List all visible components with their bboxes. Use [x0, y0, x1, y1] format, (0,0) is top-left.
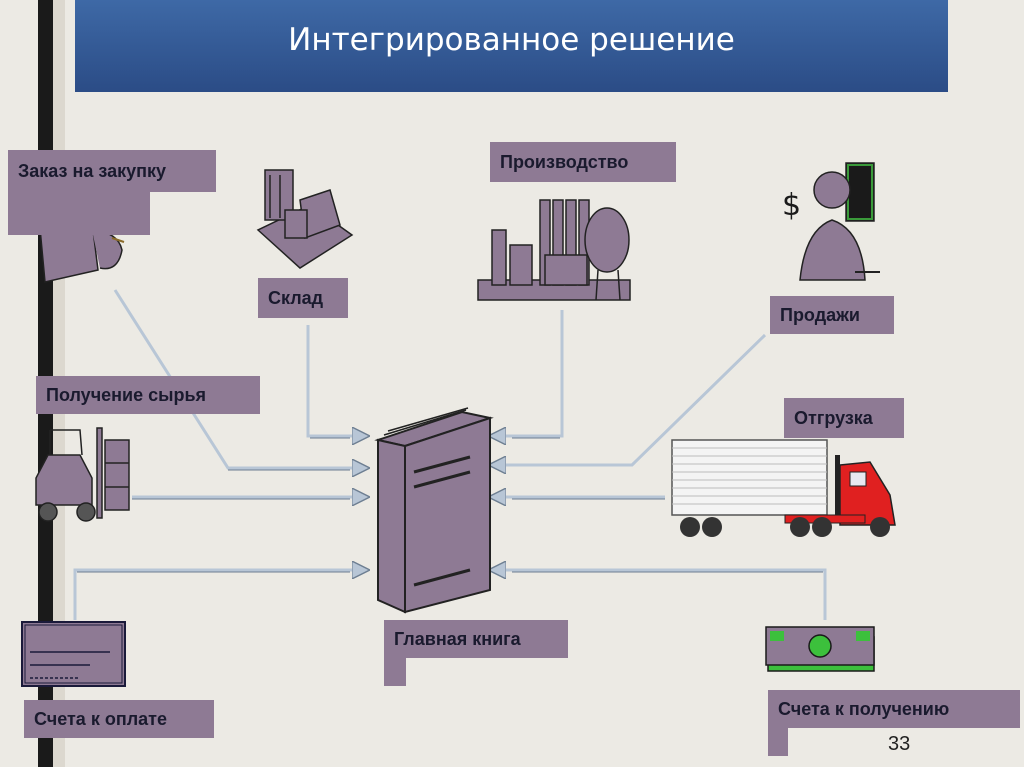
- purchase-order-label: Заказ на закупку: [8, 150, 216, 192]
- arrow-receivable: [490, 570, 827, 620]
- sales-label: Продажи: [770, 296, 894, 334]
- arrow-purchase-order: [113, 289, 368, 468]
- hand-icon: [39, 221, 125, 283]
- production-label: Производство: [490, 142, 676, 182]
- factory-icon: [477, 199, 631, 301]
- page-number: 33: [888, 733, 911, 755]
- ledger-book-icon: [374, 407, 494, 614]
- slide-title: Интегрированное решение: [288, 22, 735, 58]
- purchase-order-tab: [8, 185, 150, 235]
- truck-icon: [671, 439, 896, 537]
- warehouse-label: Склад: [258, 278, 348, 318]
- salesperson-icon: $: [782, 162, 880, 281]
- receivable-label: Счета к получению: [768, 690, 1020, 728]
- money-icon: [765, 626, 875, 672]
- arrow-sales: [490, 333, 767, 465]
- arrow-payable: [73, 570, 368, 620]
- title-bar: Интегрированное решение: [75, 0, 948, 92]
- arrow-shadows: [77, 437, 823, 573]
- payable-label: Счета к оплате: [24, 700, 214, 738]
- ledger-label: Главная книга: [384, 620, 568, 658]
- receiving-label: Получение сырья: [36, 376, 260, 414]
- svg-text:$: $: [782, 188, 801, 223]
- arrow-warehouse: [306, 325, 368, 436]
- arrows-group: [73, 289, 827, 620]
- check-icon: [21, 621, 126, 687]
- warehouse-icon: [256, 169, 354, 269]
- forklift-icon: [35, 427, 130, 522]
- arrow-production: [490, 310, 564, 436]
- shipping-label: Отгрузка: [784, 398, 904, 438]
